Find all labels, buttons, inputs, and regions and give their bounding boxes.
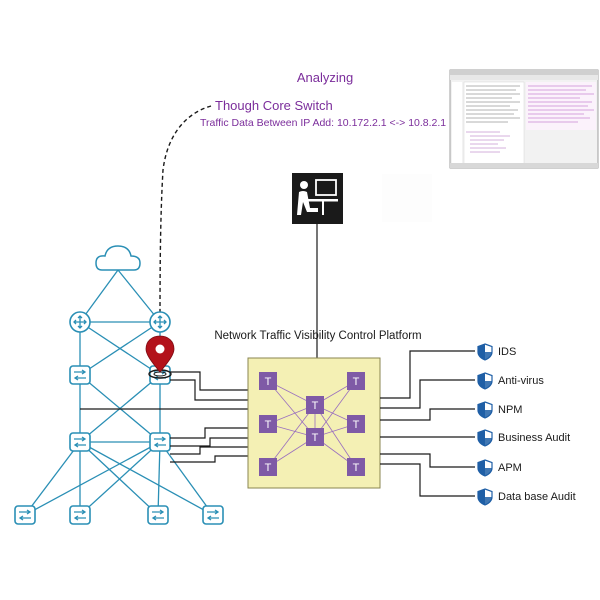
network-topology [24, 269, 214, 516]
tap-node [306, 428, 324, 446]
platform-title: Network Traffic Visibility Control Platf… [214, 330, 421, 342]
tool-label: IDS [498, 346, 516, 358]
tap-node [347, 372, 365, 390]
tap-node [306, 396, 324, 414]
tool-item-database-audit: Data base Audit [477, 488, 576, 506]
tool-label: Business Audit [498, 432, 570, 444]
tap-node [347, 458, 365, 476]
tool-label: Data base Audit [498, 491, 576, 503]
access-switch-icon [147, 505, 169, 525]
tap-node [259, 458, 277, 476]
router-icon [149, 311, 171, 333]
tool-item-apm: APM [477, 459, 522, 477]
analyzing-label: Analyzing [297, 70, 353, 85]
tool-links [380, 350, 475, 497]
location-pin-icon [145, 335, 175, 379]
shield-icon [477, 401, 493, 419]
capture-path-dashed [159, 105, 212, 331]
core-switch-label: Though Core Switch [215, 98, 333, 113]
tool-item-ids: IDS [477, 343, 516, 361]
tool-item-anti-virus: Anti-virus [477, 372, 544, 390]
tap-node [347, 415, 365, 433]
access-switch-icon [69, 505, 91, 525]
shield-icon [477, 372, 493, 390]
access-switch-icon [202, 505, 224, 525]
switch-icon [69, 432, 91, 452]
mirror-links [80, 371, 248, 463]
operator-workstation-icon [292, 173, 343, 224]
cloud-icon [95, 245, 141, 271]
traffic-data-label: Traffic Data Between IP Add: 10.172.2.1 … [200, 117, 446, 129]
switch-icon [69, 365, 91, 385]
switch-icon [149, 432, 171, 452]
shield-icon [477, 343, 493, 361]
tool-item-business-audit: Business Audit [477, 429, 570, 447]
analyzer-window-thumbnail [449, 69, 599, 169]
tool-label: NPM [498, 404, 522, 416]
shield-icon [477, 488, 493, 506]
faint-image-placeholder [382, 174, 432, 222]
access-switch-icon [14, 505, 36, 525]
shield-icon [477, 429, 493, 447]
tool-item-npm: NPM [477, 401, 522, 419]
tool-label: Anti-virus [498, 375, 544, 387]
tool-label: APM [498, 462, 522, 474]
tap-node [259, 415, 277, 433]
tap-node [259, 372, 277, 390]
router-icon [69, 311, 91, 333]
shield-icon [477, 459, 493, 477]
